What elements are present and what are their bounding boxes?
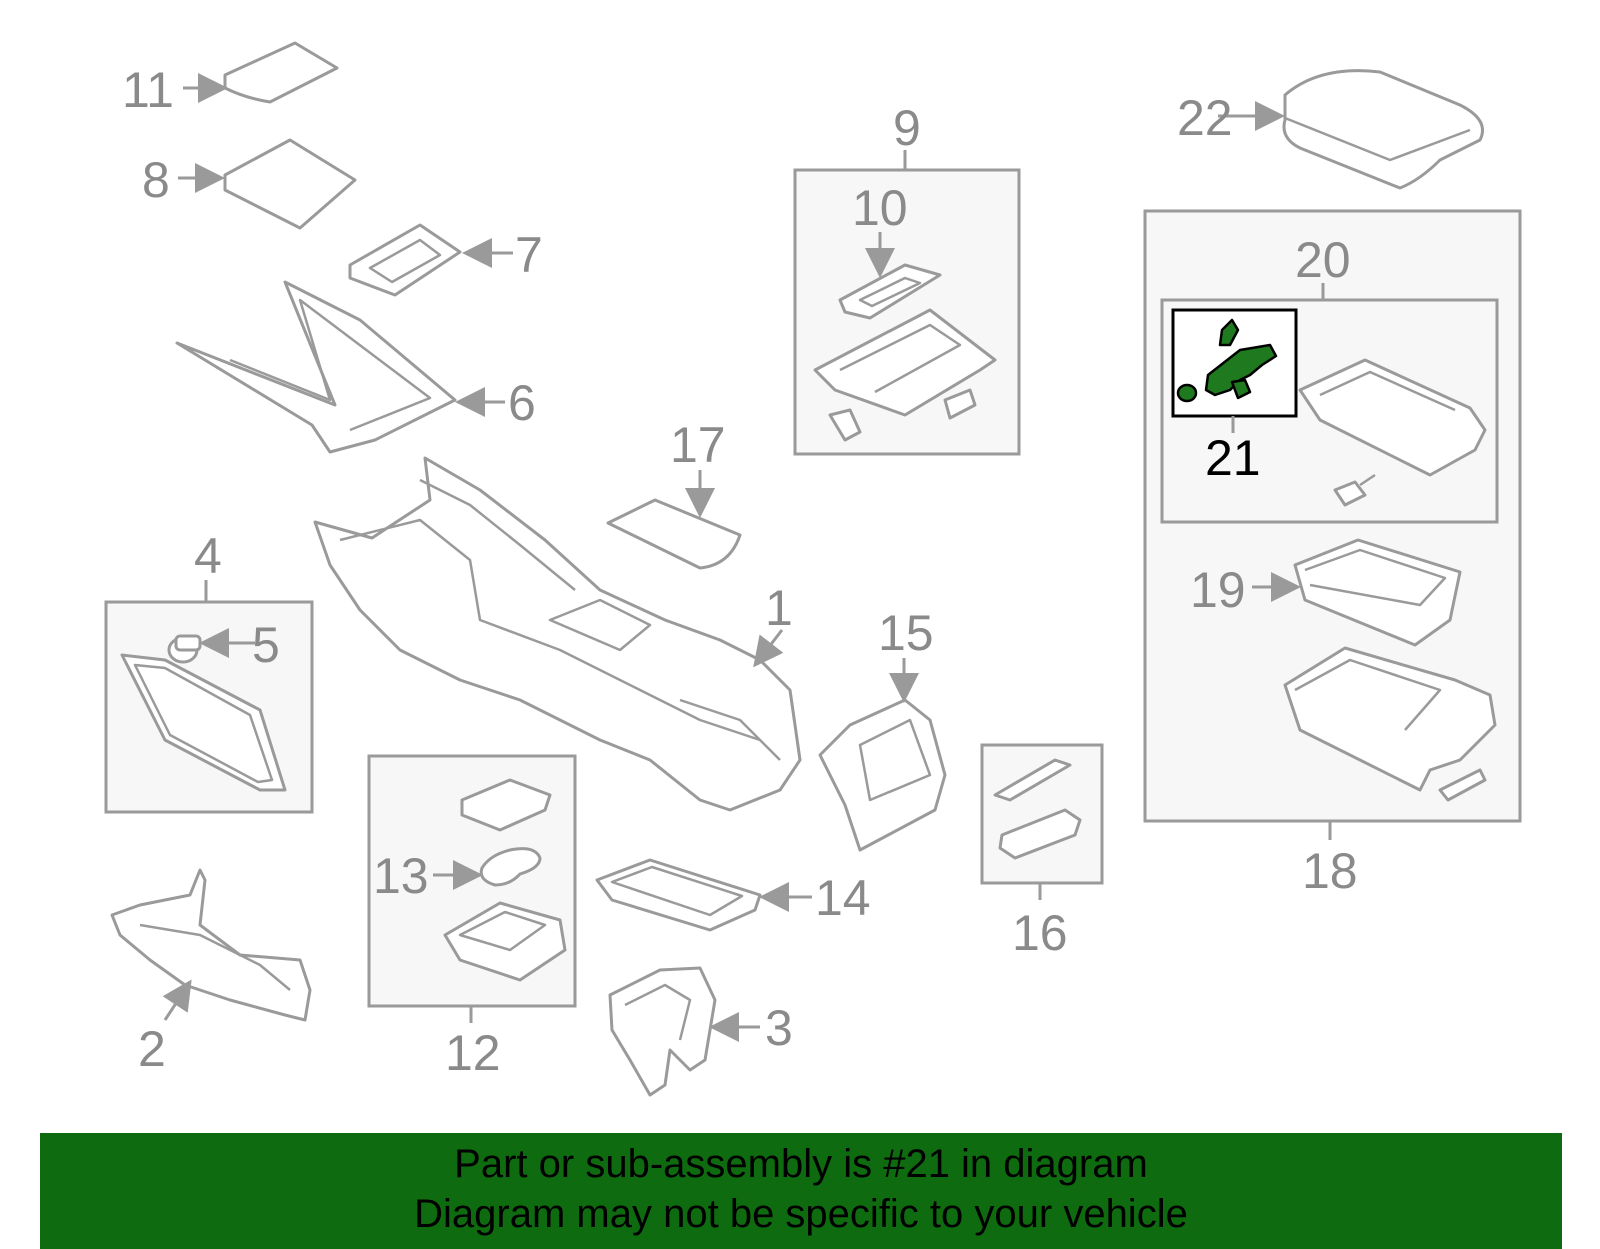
callout-12: 12 [445,1025,501,1081]
callout-7: 7 [515,227,543,283]
callout-19: 19 [1190,562,1246,618]
callout-5: 5 [252,617,280,673]
callout-14: 14 [815,870,871,926]
part-4-side-cover [120,653,287,792]
callout-3: 3 [765,1000,793,1056]
banner-line-2: Diagram may not be specific to your vehi… [414,1192,1188,1236]
callout-13: 13 [373,848,429,904]
part-7-insert [348,223,462,297]
part-8-tray [223,138,357,230]
callout-17: 17 [670,417,726,473]
part-17-pad [606,498,742,570]
part-11-lid [223,41,339,104]
part-14-storage-tray [595,858,762,932]
callout-10: 10 [852,180,908,236]
part-1-console [313,456,802,812]
part-9-shifter-housing [813,308,997,442]
part-12-cup-holder-lid [460,778,552,832]
callout-4: 4 [194,528,222,584]
part-3-bracket [608,966,717,1097]
callout-2: 2 [138,1021,166,1077]
part-22-armrest-lid [1282,69,1484,190]
callout-11: 11 [122,62,174,118]
part-12-cup-holder-body [443,901,567,982]
part-6-trim-panel [175,280,457,454]
group-box-16 [980,743,1104,885]
part-2-bracket [110,868,312,1022]
callout-1: 1 [765,580,793,636]
part-20-hinge-housing [1298,358,1487,507]
callout-20: 20 [1295,232,1351,288]
part-5-clip [167,634,202,664]
info-banner: Part or sub-assembly is #21 in diagram D… [40,1133,1562,1249]
banner-line-1: Part or sub-assembly is #21 in diagram [454,1142,1148,1186]
callout-15: 15 [878,605,934,661]
callout-6: 6 [508,375,536,431]
callout-8: 8 [142,152,170,208]
callout-9: 9 [893,100,921,156]
part-21-latch-assembly [1176,318,1278,403]
part-16-trim-pieces [993,758,1082,860]
part-13-cup-holder-insert [479,847,542,887]
callout-21: 21 [1205,430,1261,486]
part-15-rear-vent [818,698,947,852]
callout-16: 16 [1012,905,1068,961]
part-19-bin [1293,538,1462,647]
part-18-armrest-base [1283,646,1497,802]
callout-18: 18 [1302,843,1358,899]
callout-22: 22 [1177,90,1233,146]
